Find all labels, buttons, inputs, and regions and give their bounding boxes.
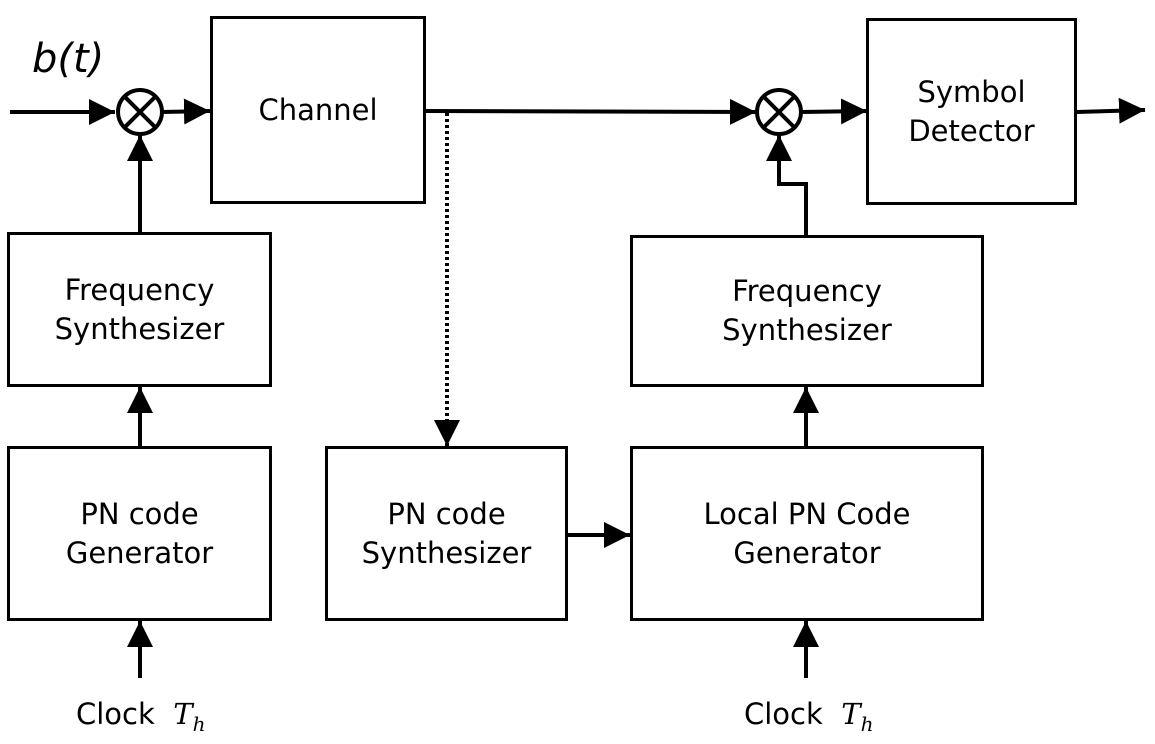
pn-code-synthesizer-block: PN code Synthesizer xyxy=(325,446,568,621)
rx-synth-to-mixer-line xyxy=(766,135,808,236)
tx-clock-subscript: h xyxy=(192,712,206,736)
rx-mixer-icon xyxy=(755,88,803,136)
tx-frequency-synthesizer-block: Frequency Synthesizer xyxy=(7,232,272,387)
tx-frequency-synthesizer-line2: Synthesizer xyxy=(54,311,225,346)
tx-pn-code-generator-line2: Generator xyxy=(65,535,214,570)
pn-code-synthesizer-line2: Synthesizer xyxy=(361,535,532,570)
tx-frequency-synthesizer-line1: Frequency xyxy=(64,272,215,307)
local-pn-code-generator-block: Local PN Code Generator xyxy=(630,446,984,621)
input-signal-label: b(t) xyxy=(32,36,105,82)
rx-frequency-synthesizer-line2: Synthesizer xyxy=(722,313,892,347)
rx-clock-symbol: T xyxy=(841,697,861,731)
tx-clock-text: Clock xyxy=(76,697,155,731)
tx-pn-code-generator-line1: PN code xyxy=(80,496,199,531)
tx-pn-code-generator-block: PN code Generator xyxy=(7,446,272,621)
channel-to-rx-mixer-line xyxy=(425,98,757,125)
channel-block: Channel xyxy=(210,16,426,204)
rx-frequency-synthesizer-block: Frequency Synthesizer xyxy=(630,235,984,387)
rx-frequency-synthesizer-line1: Frequency xyxy=(732,274,882,308)
tx-clock-label: Clock Th xyxy=(76,697,205,736)
rx-mixer-to-detector-line xyxy=(800,98,868,125)
symbol-detector-block: Symbol Detector xyxy=(866,18,1077,205)
mixer-to-channel-line xyxy=(161,98,211,125)
channel-label: Channel xyxy=(258,92,378,127)
rx-clock-text: Clock xyxy=(744,697,823,731)
symbol-detector-line1: Symbol xyxy=(917,74,1026,109)
tx-mixer-icon xyxy=(116,88,164,136)
local-pn-code-generator-line2: Generator xyxy=(733,535,881,570)
detector-output-line xyxy=(1076,97,1146,124)
rx-clock-label: Clock Th xyxy=(744,697,873,736)
tx-clock-symbol: T xyxy=(173,697,193,731)
pn-code-synthesizer-line1: PN code xyxy=(387,496,506,531)
local-pn-code-generator-line1: Local PN Code xyxy=(703,496,911,531)
symbol-detector-line2: Detector xyxy=(908,113,1035,148)
rx-clock-subscript: h xyxy=(860,712,874,736)
